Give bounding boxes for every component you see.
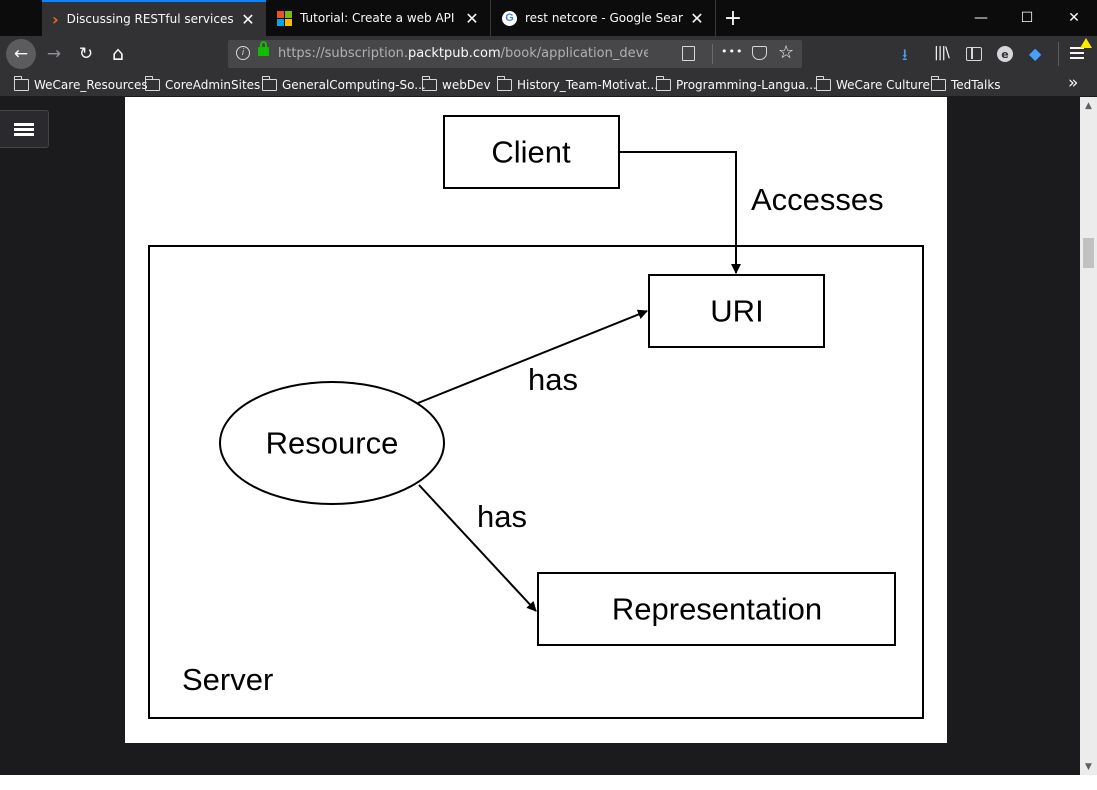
representation-box (537, 572, 896, 646)
page-actions-icon[interactable]: ••• (721, 45, 744, 58)
bookmark-webdev[interactable]: webDev (422, 76, 491, 94)
bookmark-label: WeCare_Resources (34, 78, 148, 92)
bookmark-star-icon[interactable]: ☆ (778, 42, 795, 63)
extension-shield-icon[interactable]: ◆ (1029, 44, 1042, 63)
url-text[interactable]: https://subscription.packtpub.com/book/a… (278, 46, 648, 61)
extension-e-icon[interactable]: e (997, 46, 1013, 62)
library-icon[interactable]: |||\ (934, 45, 950, 61)
downloads-icon[interactable]: ⭳ (902, 45, 908, 64)
resource-uri-arrow (417, 309, 648, 404)
lock-icon[interactable] (258, 41, 269, 56)
minimize-button[interactable]: — (974, 10, 988, 26)
forward-button[interactable]: → (46, 44, 62, 64)
navigation-toolbar: ← → ↻ ⌂ i https://subscription.packtpub.… (0, 36, 1097, 72)
google-icon: G (502, 10, 517, 26)
accesses-arrow (619, 151, 741, 274)
bookmark-label: TedTalks (951, 78, 1001, 92)
tab-tutorial-web-api[interactable]: Tutorial: Create a web API with ✕ (267, 0, 491, 36)
bookmark-programming-langua[interactable]: Programming-Langua... (656, 76, 817, 94)
url-path: /book/application_develop (500, 46, 648, 61)
app-menu-icon[interactable] (1070, 47, 1084, 59)
folder-icon (422, 76, 437, 91)
bookmark-label: History_Team-Motivat... (517, 78, 659, 92)
new-tab-button[interactable]: + (723, 5, 743, 31)
bookmark-label: CoreAdminSites (165, 78, 261, 92)
page-content: Server Client Accesses URI Resource has (0, 97, 1080, 775)
packt-icon: › (52, 9, 59, 29)
representation-label: Representation (612, 592, 822, 627)
bookmark-wecare-resources[interactable]: WeCare_Resources (14, 76, 148, 94)
toolbar-divider (1058, 42, 1059, 66)
rest-architecture-diagram: Server Client Accesses URI Resource has (148, 115, 924, 719)
bookmarks-overflow-button[interactable]: » (1068, 73, 1079, 93)
bookmarks-toolbar: WeCare_Resources CoreAdminSites GeneralC… (0, 72, 1097, 97)
tab-google-search[interactable]: G rest netcore - Google Search ✕ (492, 0, 716, 36)
url-bar[interactable]: i https://subscription.packtpub.com/book… (228, 40, 802, 68)
info-icon[interactable]: i (236, 46, 250, 60)
bookmark-tedtalks[interactable]: TedTalks (931, 76, 1001, 94)
bookmark-generalcomputing[interactable]: GeneralComputing-So... (262, 76, 426, 94)
bookmark-label: WeCare Culture (836, 78, 930, 92)
bookmark-label: GeneralComputing-So... (282, 78, 426, 92)
reader-view-icon[interactable] (682, 46, 695, 61)
close-icon[interactable]: ✕ (690, 8, 704, 28)
tab-strip: › Discussing RESTful services - Bu ✕ Tut… (0, 0, 1097, 36)
url-host: packtpub.com (408, 46, 501, 61)
server-label: Server (182, 662, 273, 697)
has-representation-label: has (477, 499, 527, 534)
pocket-icon[interactable] (752, 46, 767, 60)
client-label: Client (491, 135, 571, 170)
hamburger-menu-button[interactable] (0, 110, 49, 148)
has-uri-label: has (528, 362, 578, 397)
vertical-scrollbar[interactable]: ▲ ▼ (1080, 97, 1097, 775)
book-page: Server Client Accesses URI Resource has (125, 97, 947, 743)
warning-icon (1080, 38, 1092, 48)
resource-representation-arrow (418, 484, 537, 612)
maximize-button[interactable]: ☐ (1020, 10, 1034, 26)
url-prefix: https://subscription. (278, 46, 409, 61)
scroll-down-arrow[interactable]: ▼ (1085, 761, 1092, 772)
close-icon[interactable]: ✕ (465, 8, 479, 28)
bookmark-history-team[interactable]: History_Team-Motivat... (497, 76, 658, 94)
uri-box (648, 274, 825, 348)
home-button[interactable]: ⌂ (111, 43, 125, 65)
sidebar-icon[interactable] (966, 47, 982, 61)
tab-title: Discussing RESTful services - Bu (66, 12, 234, 26)
microsoft-icon (277, 10, 292, 26)
tab-title: Tutorial: Create a web API with (300, 11, 458, 25)
accesses-label: Accesses (751, 182, 884, 217)
client-box (443, 115, 620, 189)
tab-title: rest netcore - Google Search (525, 11, 683, 25)
urlbar-divider (712, 44, 713, 64)
bookmark-wecare-culture[interactable]: WeCare Culture (816, 76, 930, 94)
hamburger-icon (14, 121, 34, 138)
resource-label: Resource (266, 426, 399, 461)
folder-icon (14, 76, 29, 91)
bookmark-coreadminsites[interactable]: CoreAdminSites (145, 76, 260, 94)
folder-icon (262, 76, 277, 91)
close-icon[interactable]: ✕ (241, 9, 255, 29)
server-box (148, 245, 924, 719)
folder-icon (656, 76, 671, 91)
folder-icon (931, 76, 946, 91)
bookmark-label: Programming-Langua... (676, 78, 817, 92)
folder-icon (816, 76, 831, 91)
back-button[interactable]: ← (6, 39, 36, 69)
folder-icon (145, 76, 160, 91)
resource-ellipse (219, 381, 445, 505)
scroll-thumb[interactable] (1083, 238, 1094, 268)
tab-discussing-restful[interactable]: › Discussing RESTful services - Bu ✕ (42, 0, 266, 36)
reload-button[interactable]: ↻ (78, 44, 94, 64)
folder-icon (497, 76, 512, 91)
uri-label: URI (710, 294, 763, 329)
scroll-up-arrow[interactable]: ▲ (1085, 100, 1092, 111)
window-close-button[interactable]: ✕ (1068, 10, 1080, 26)
bookmark-label: webDev (442, 78, 491, 92)
window-bottom-edge (0, 775, 1097, 790)
